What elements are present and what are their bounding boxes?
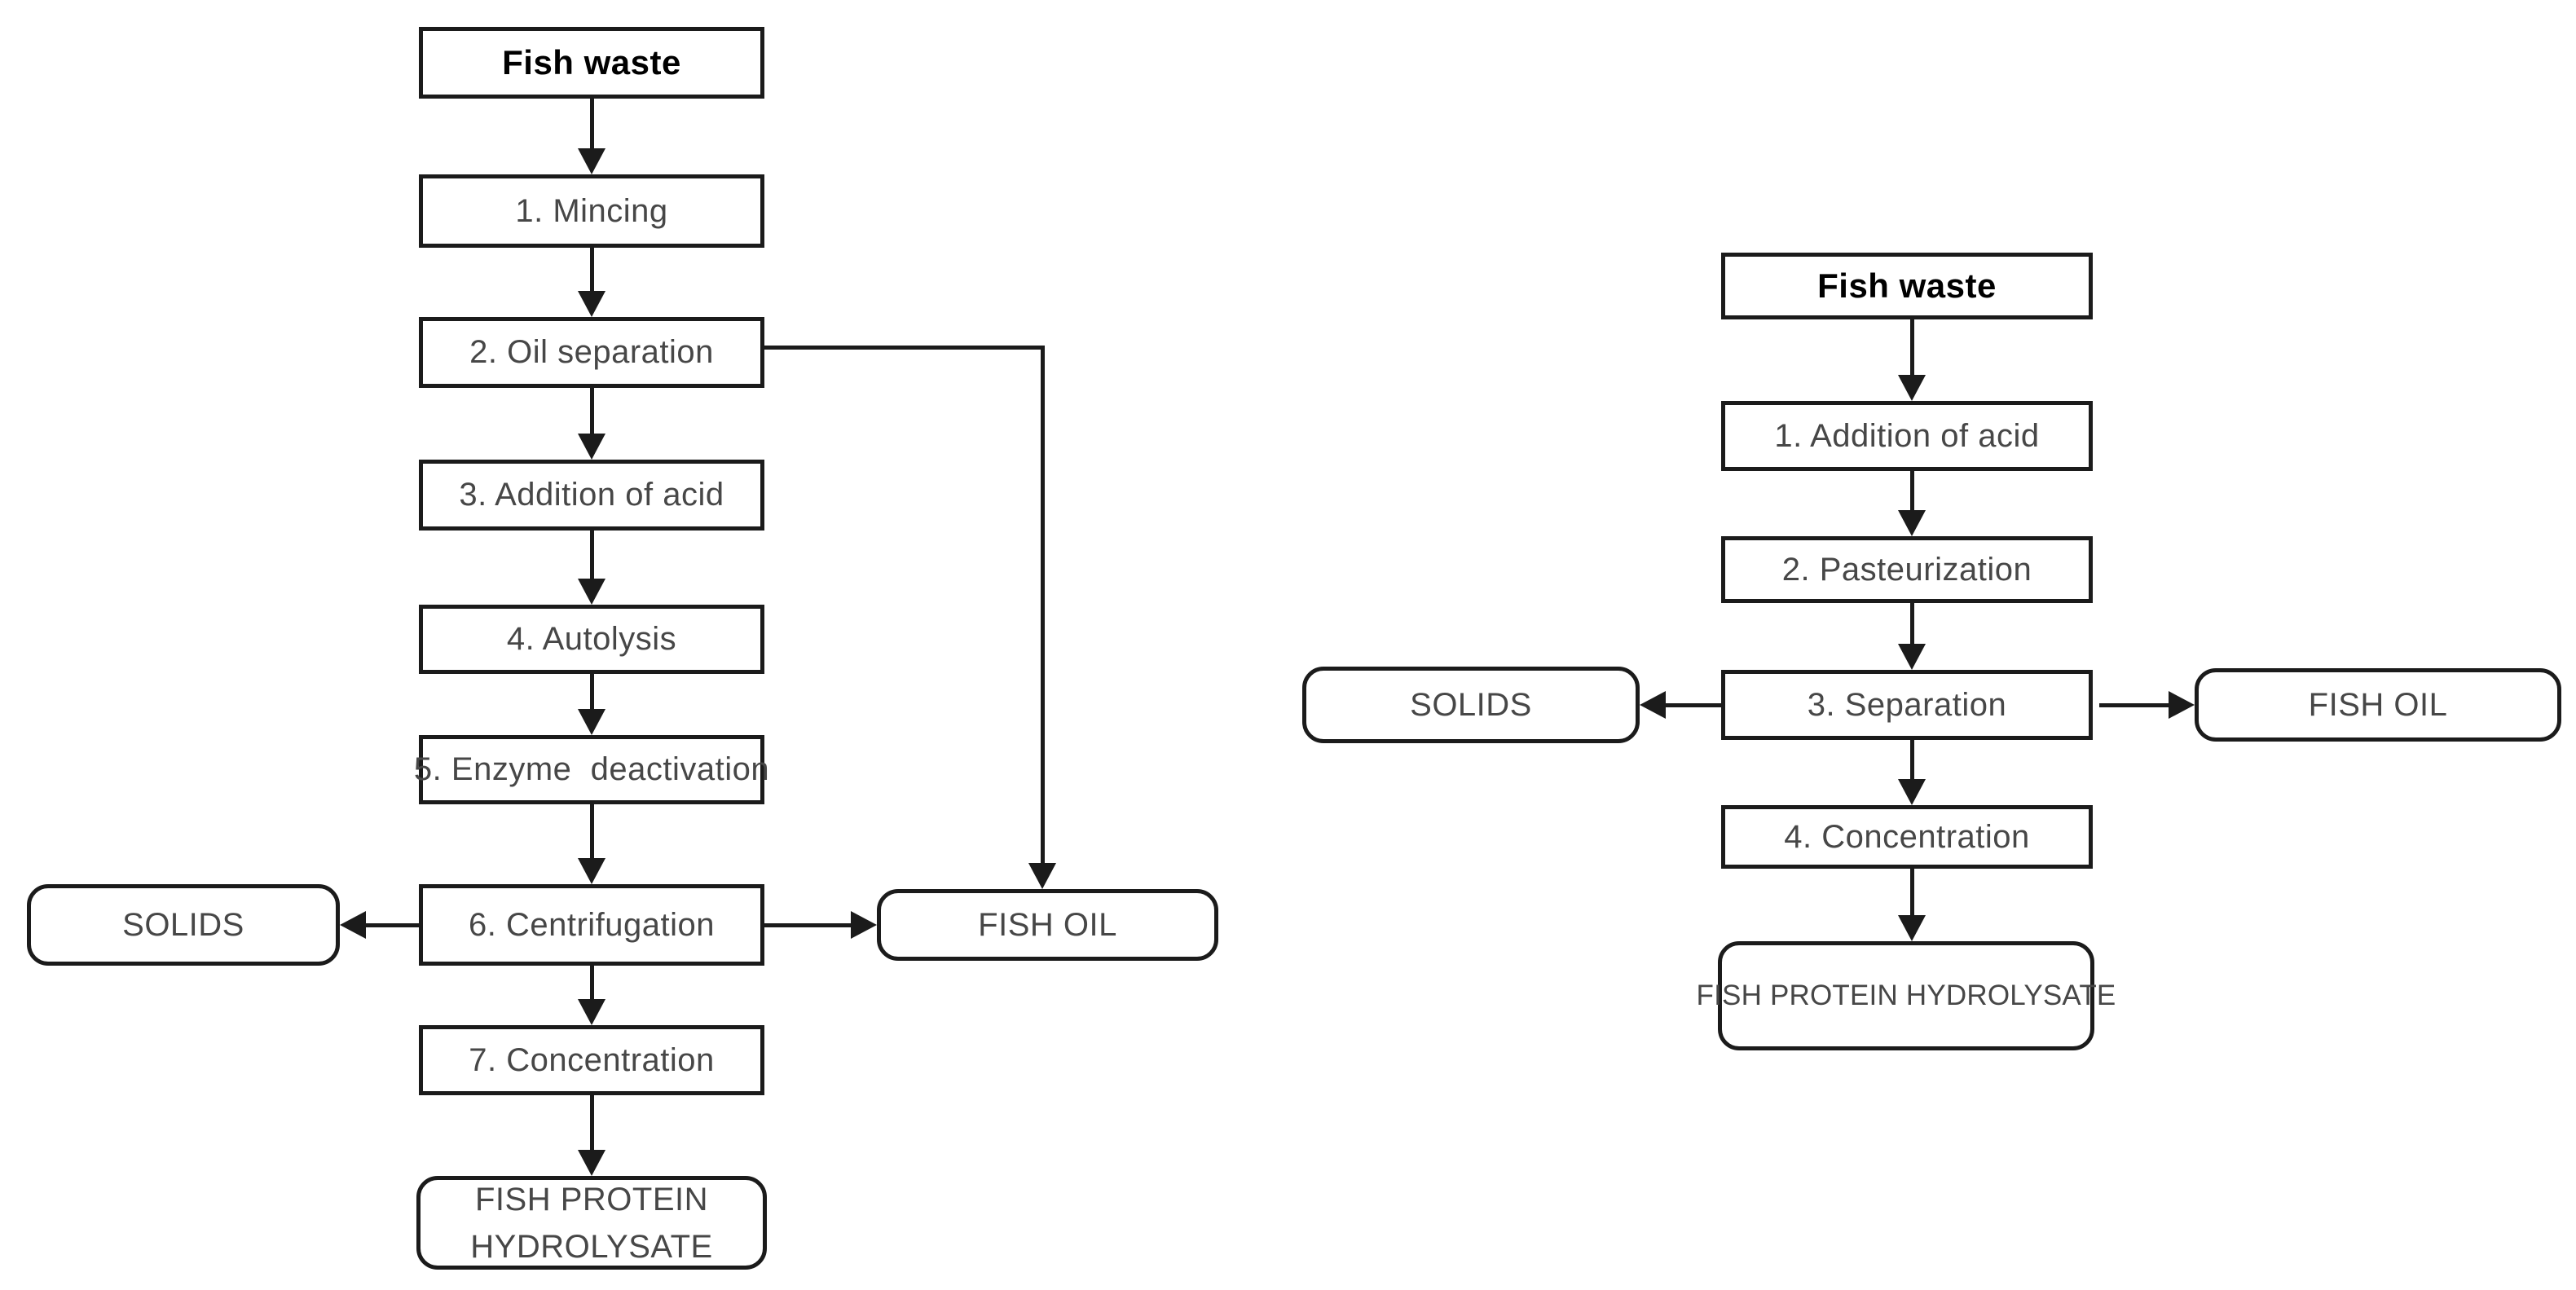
arrow-right-pasteurization-separation-line [1910, 603, 1914, 644]
left-node-fish-oil-label: FISH OIL [978, 906, 1117, 943]
arrow-left-fishwaste-mincing-head [578, 148, 605, 174]
right-node-concentration-label: 4. Concentration [1784, 818, 2030, 855]
arrow-left-concentration-product-line [590, 1095, 594, 1151]
arrow-right-separation-concentration-head [1898, 779, 1926, 805]
connector-left-oilsep-fishoil-head [1028, 863, 1056, 889]
left-node-fish-waste: Fish waste [419, 27, 764, 99]
arrow-left-autolysis-enzyme-line [590, 674, 594, 711]
arrow-right-acid-pasteurization-line [1910, 471, 1914, 510]
right-node-solids: SOLIDS [1302, 667, 1640, 743]
left-node-fish-protein-hydrolysate: FISH PROTEIN HYDROLYSATE [416, 1176, 767, 1270]
left-node-centrifugation: 6. Centrifugation [419, 884, 764, 966]
left-node-enzyme-deactivation: 5. Enzyme deactivation [414, 735, 769, 804]
arrow-left-centrifugation-fishoil-line [764, 923, 852, 927]
left-node-fish-waste-label: Fish waste [502, 43, 681, 81]
arrow-left-acid-autolysis-line [590, 531, 594, 580]
arrow-right-separation-solids-head [1640, 691, 1666, 719]
arrow-right-fishwaste-acid-line [1910, 319, 1914, 375]
left-node-solids-label: SOLIDS [122, 906, 244, 943]
left-node-mincing: 1. Mincing [419, 174, 764, 248]
arrow-right-concentration-product-head [1898, 915, 1926, 941]
left-node-enzyme-deactivation-label: 5. Enzyme deactivation [413, 751, 770, 787]
right-node-separation: 3. Separation [1721, 670, 2093, 740]
arrow-left-centrifugation-solids-line [364, 923, 419, 927]
right-node-concentration: 4. Concentration [1721, 805, 2093, 869]
right-node-separation-label: 3. Separation [1807, 686, 2007, 723]
left-node-oil-separation: 2. Oil separation [419, 317, 764, 388]
left-node-concentration: 7. Concentration [419, 1025, 764, 1095]
right-node-pasteurization: 2. Pasteurization [1721, 536, 2093, 603]
left-node-oil-separation-label: 2. Oil separation [469, 334, 714, 370]
arrow-left-centrifugation-concentration-head [578, 999, 605, 1025]
right-node-solids-label: SOLIDS [1410, 686, 1532, 723]
arrow-left-enzyme-centrifugation-line [590, 804, 594, 860]
arrow-left-mincing-oilsep-line [590, 248, 594, 293]
right-node-fish-protein-hydrolysate: FISH PROTEIN HYDROLYSATE [1697, 941, 2116, 1050]
left-node-fish-oil: FISH OIL [877, 889, 1218, 961]
arrow-left-acid-autolysis-head [578, 579, 605, 605]
arrow-left-concentration-product-head [578, 1150, 605, 1176]
arrow-right-separation-fishoil-head [2169, 691, 2195, 719]
right-node-fish-protein-hydrolysate-label: FISH PROTEIN HYDROLYSATE [1696, 980, 2116, 1011]
arrow-left-oilsep-acid-line [590, 388, 594, 435]
arrow-right-pasteurization-separation-head [1898, 644, 1926, 670]
left-node-autolysis: 4. Autolysis [419, 605, 764, 674]
left-node-concentration-label: 7. Concentration [469, 1041, 715, 1078]
right-node-fish-waste-label: Fish waste [1817, 266, 1997, 305]
arrow-left-centrifugation-fishoil-head [851, 911, 877, 939]
arrow-right-acid-pasteurization-head [1898, 510, 1926, 536]
arrow-right-fishwaste-acid-head [1898, 375, 1926, 401]
arrow-right-separation-fishoil-line [2099, 703, 2170, 707]
arrow-right-separation-solids-line [1664, 703, 1724, 707]
arrow-left-fishwaste-mincing-line [590, 99, 594, 150]
left-node-mincing-label: 1. Mincing [515, 192, 668, 229]
connector-left-oilsep-fishoil-vertical [1041, 346, 1045, 865]
arrow-left-centrifugation-solids-head [340, 911, 366, 939]
arrow-left-centrifugation-concentration-line [590, 966, 594, 1001]
arrow-left-enzyme-centrifugation-head [578, 858, 605, 884]
right-node-fish-waste: Fish waste [1721, 253, 2093, 319]
left-node-autolysis-label: 4. Autolysis [506, 621, 677, 657]
right-node-addition-of-acid: 1. Addition of acid [1721, 401, 2093, 471]
right-node-fish-oil-label: FISH OIL [2308, 686, 2448, 723]
left-node-centrifugation-label: 6. Centrifugation [468, 906, 715, 943]
right-node-addition-of-acid-label: 1. Addition of acid [1774, 417, 2040, 454]
arrow-right-concentration-product-line [1910, 869, 1914, 915]
arrow-left-oilsep-acid-head [578, 434, 605, 460]
arrow-left-autolysis-enzyme-head [578, 709, 605, 735]
connector-left-oilsep-fishoil-horizontal [764, 346, 1045, 350]
right-node-fish-oil: FISH OIL [2195, 668, 2561, 742]
left-node-fish-protein-hydrolysate-label: FISH PROTEIN HYDROLYSATE [470, 1181, 713, 1265]
left-node-solids: SOLIDS [27, 884, 340, 966]
arrow-left-mincing-oilsep-head [578, 291, 605, 317]
arrow-right-separation-concentration-line [1910, 740, 1914, 779]
right-node-pasteurization-label: 2. Pasteurization [1781, 551, 2032, 588]
left-node-addition-of-acid: 3. Addition of acid [419, 460, 764, 531]
left-node-addition-of-acid-label: 3. Addition of acid [459, 477, 724, 513]
